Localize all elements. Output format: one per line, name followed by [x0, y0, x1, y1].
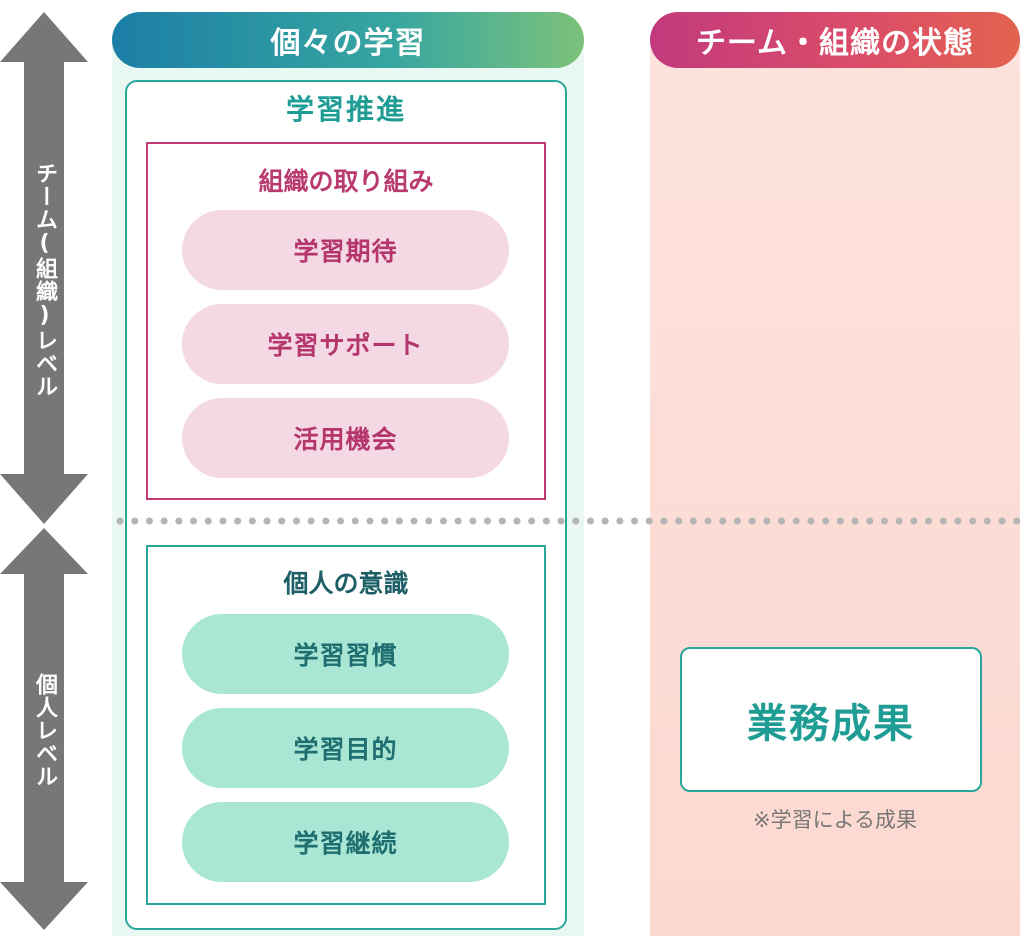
individual-learning-header: 個々の学習 [112, 12, 584, 68]
individual-level-arrow [0, 528, 88, 930]
individual-level-label: 個人レベル [32, 672, 57, 788]
level-axis-arrows [0, 12, 88, 930]
pill-learning-expectation: 学習期待 [182, 210, 509, 290]
pill-learning-habit: 学習習慣 [182, 614, 509, 694]
org-initiatives-title: 組織の取り組み [258, 167, 434, 196]
team-level-label: チーム(組織)レベル [32, 162, 57, 398]
team-level-arrow [0, 12, 88, 524]
pill-learning-purpose: 学習目的 [182, 708, 509, 788]
business-results-note: ※学習による成果 [753, 808, 917, 832]
pill-learning-support: 学習サポート [182, 304, 509, 384]
team-state-header: チーム・組織の状態 [650, 12, 1020, 68]
pill-application-opportunity: 活用機会 [182, 398, 509, 478]
business-results-box: 業務成果 [680, 647, 982, 792]
learning-promotion-title: 学習推進 [285, 93, 406, 126]
pill-learning-continuation: 学習継続 [182, 802, 509, 882]
individual-awareness-title: 個人の意識 [283, 569, 409, 598]
